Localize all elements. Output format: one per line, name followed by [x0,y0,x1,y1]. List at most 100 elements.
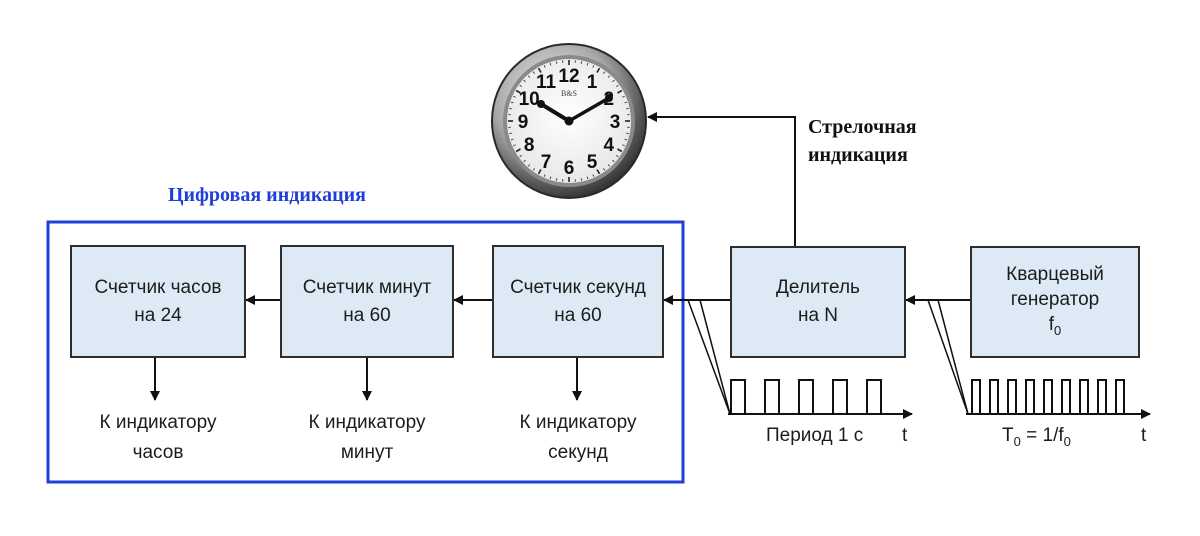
clock-tick [626,107,629,110]
clock-tick [624,138,628,141]
oscillator-symbol: f0 [1049,312,1062,343]
clock-numerals: 121234567891011 [518,66,621,179]
divider-line-1: Делитель [776,277,860,298]
period-mid: = 1/f [1020,425,1064,446]
clock-tick [527,75,531,78]
clock-tick [592,174,595,177]
clock-tick [549,62,552,66]
clock-tick [527,164,531,167]
clock-numeral: 8 [524,135,535,156]
oscillator-line-1: Кварцевый [1006,263,1104,285]
divider-block: Делитель на N [730,246,906,358]
clock-tick [513,95,516,98]
clock-numeral: 3 [610,112,621,133]
clock-tick [586,62,589,66]
clock-numeral: 5 [587,152,598,173]
seconds-counter-line-2: на 60 [554,304,602,326]
clock-tick [555,178,558,181]
hours-indicator-line-1: К индикатору [99,412,217,433]
clock-tick [612,159,615,163]
divider-pulse-train [730,379,882,415]
period-T: T [1002,425,1014,446]
clock-numeral: 11 [536,72,557,93]
oscillator-time-axis-label: t [1141,425,1147,446]
clock-tick [612,79,615,83]
hours-indicator-label: К индикатору часов [70,408,246,468]
clock-tick [622,144,625,147]
clock-tick [586,176,589,180]
clock-numeral: 6 [564,158,575,179]
divider-time-axis-label: t [902,425,908,446]
clock-numeral: 1 [587,72,598,93]
clock-tick [515,89,521,94]
clock-tick [592,65,595,68]
hours-indicator-line-2: часов [132,442,184,463]
clock-tick [510,101,514,104]
clock-tick [515,148,521,153]
oscillator-tap-line-a [927,299,969,415]
analog-title-line-1: Стрелочная [808,116,917,138]
digital-indication-title: Цифровая индикация [168,184,366,206]
clock-tick [537,67,542,73]
minutes-counter-line-1: Счетчик минут [302,276,432,298]
clock-tick [549,176,552,180]
analog-title-line-2: индикация [808,144,908,166]
digital-frame [46,220,685,484]
clock-tick [617,89,623,94]
clock-tick [580,61,583,64]
hour-hand-tip [537,100,545,108]
clock-numeral: 10 [519,89,540,110]
clock-tick [555,61,558,64]
divider-tap-line-a [687,299,731,415]
clock-tick [616,84,619,87]
clock-tick [616,155,619,158]
hour-hand [539,102,571,123]
clock-ticks [508,60,630,182]
period-T-sub: 0 [1013,433,1021,449]
seconds-indicator-label: К индикатору секунд [492,408,664,468]
minute-hand-tip [605,94,613,102]
analog-clock: 121234567891011 B&S [491,43,647,199]
clock-tick [537,169,542,175]
seconds-counter-line-1: Счетчик секунд [510,276,646,298]
hours-counter-line-2: на 24 [134,304,182,326]
clock-tick [519,155,522,158]
divider-tap-line-b [699,299,731,415]
clock-tick [624,101,628,104]
clock-tick [509,132,512,135]
clock-tick [607,164,611,167]
clock-tick [622,95,625,98]
oscillator-period-label: T0 = 1/f0 [1002,425,1071,449]
clock-brand: B&S [561,89,577,98]
clock-tick [523,159,526,163]
hours-counter-line-1: Счетчик часов [94,276,222,298]
clock-tick [532,168,535,171]
clock-tick [626,132,629,135]
seconds-counter-block: Счетчик секунд на 60 [492,245,664,358]
hours-counter-block: Счетчик часов на 24 [70,245,246,358]
divider-line-2: на N [797,305,839,326]
minutes-counter-block: Счетчик минут на 60 [280,245,454,358]
period-f-sub: 0 [1063,433,1071,449]
clock-numeral: 4 [604,135,615,156]
clock-center-cap [564,116,574,126]
clock-tick [596,169,601,175]
oscillator-symbol-f: f [1048,313,1055,335]
oscillator-block: Кварцевый генератор f0 [970,246,1140,358]
clock-tick [523,79,526,83]
clock-tick [617,148,623,153]
clock-numeral: 7 [541,152,552,173]
divider-period-label: Период 1 с [766,425,864,446]
clock-tick [596,67,601,73]
clock-numeral: 9 [518,112,529,133]
oscillator-pulse-train [971,379,1130,415]
clock-tick [543,65,546,68]
clock-tick [580,178,583,181]
oscillator-line-2: генератор [1010,288,1100,310]
clock-tick [607,75,611,78]
clock-tick [532,71,535,74]
clock-tick [603,71,606,74]
clock-tick [513,144,516,147]
minute-hand [567,96,611,123]
